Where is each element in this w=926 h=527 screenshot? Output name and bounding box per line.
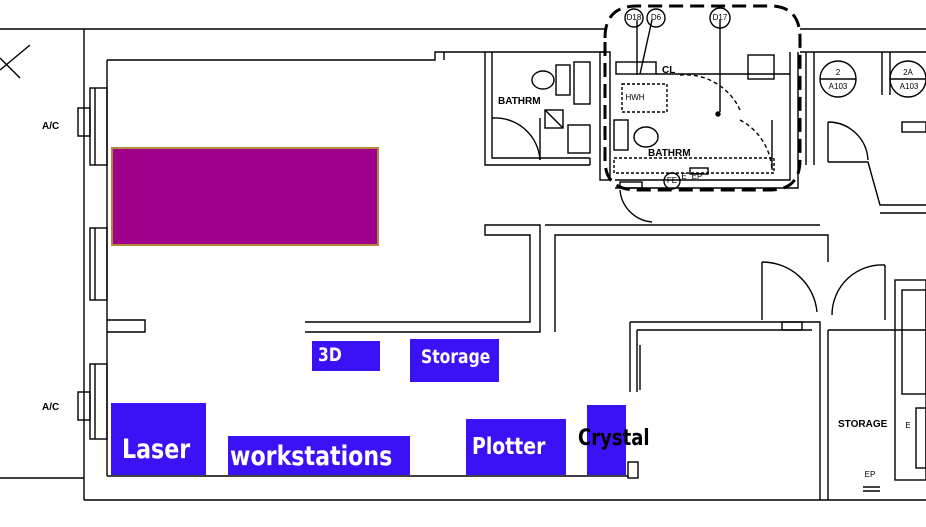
highlighted-area: [111, 147, 379, 246]
zone-crystal-label: Crystal: [578, 426, 650, 451]
zone-storage-label: Storage: [421, 346, 491, 368]
section-marker-2a-number: 2A: [903, 68, 913, 77]
zone-3d: 3D: [312, 341, 380, 371]
closet-label: CL: [662, 65, 676, 76]
electrical-panel-label: EP: [864, 470, 876, 479]
bathroom-left-label: BATHRM: [498, 96, 541, 107]
zone-workstations-label: workstations: [230, 441, 393, 472]
zone-workstations: workstations: [228, 436, 410, 475]
ac-top-label: A/C: [42, 121, 60, 132]
door-tag-d18: D18: [626, 13, 642, 22]
zone-crystal: [587, 405, 626, 475]
zone-laser: Laser: [111, 403, 206, 475]
electrical-panel-label: E: [681, 172, 687, 181]
ac-bottom-label: A/C: [42, 402, 60, 413]
zone-plotter: Plotter: [466, 419, 566, 475]
section-marker-2a-sheet: A103: [899, 82, 919, 91]
storage-panel-label: E: [905, 421, 911, 430]
water-heater-label: HWH: [625, 93, 645, 102]
fire-extinguisher-label: FE: [666, 176, 678, 185]
zone-storage: Storage: [410, 339, 499, 382]
zone-3d-label: 3D: [318, 344, 342, 366]
zone-plotter-label: Plotter: [472, 434, 546, 460]
door-tag-d6: D6: [650, 13, 662, 22]
bathroom-right-label: BATHRM: [648, 148, 691, 159]
section-marker-2-sheet: A103: [828, 82, 848, 91]
section-marker-2-number: 2: [835, 68, 841, 77]
storage-room-label: STORAGE: [838, 419, 888, 430]
door-tag-d17: D17: [712, 13, 728, 22]
electrical-panel-label: EP: [691, 172, 703, 181]
zone-laser-label: Laser: [122, 434, 191, 465]
